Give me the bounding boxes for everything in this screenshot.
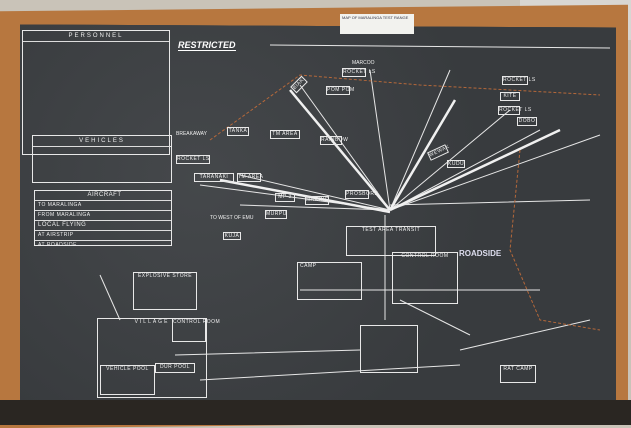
aircraft-row: AT ROADSIDE bbox=[38, 242, 77, 248]
site-murpu: MURPU bbox=[265, 210, 287, 219]
site-vehicle-pool: VEHICLE POOL bbox=[100, 365, 155, 395]
site-dur-pool: DUR POOL bbox=[155, 363, 195, 373]
site-control-room-2: CONTROL ROOM bbox=[172, 318, 220, 342]
label-to-west: TO WEST OF EMU bbox=[210, 215, 254, 221]
site-taranaki: TARANAKI bbox=[194, 173, 234, 182]
site-rocket-ls-2: ROCKET LS bbox=[342, 68, 376, 77]
site-pom-pom: POM POM bbox=[326, 86, 355, 95]
site-rocket-ls-3: ROCKET LS bbox=[502, 76, 536, 85]
aircraft-row: LOCAL FLYING bbox=[35, 221, 171, 231]
roadside-heading: ROADSIDE bbox=[459, 249, 502, 258]
aircraft-row: AT AIRSTRIP bbox=[35, 231, 171, 241]
aircraft-table: AIRCRAFT TO MARALINGA FROM MARALINGA LOC… bbox=[34, 190, 172, 248]
site-marcoo: MARCOO bbox=[352, 60, 375, 66]
site-tm-area-2: TM AREA bbox=[270, 130, 300, 139]
label-sticker: MAP OF MARALINGA TEST RANGE bbox=[340, 14, 414, 34]
site-dobo: DOBO bbox=[517, 117, 537, 126]
personnel-title: PERSONNEL bbox=[23, 31, 169, 42]
aircraft-row: TO MARALINGA bbox=[35, 201, 171, 211]
test-area-transit-label: TEST AREA TRANSIT bbox=[361, 227, 421, 233]
site-rocket-ls-4: ROCKET LS bbox=[498, 106, 532, 115]
aircraft-row: FROM MARALINGA bbox=[35, 211, 171, 221]
site-tm-area: TM AREA bbox=[237, 173, 264, 182]
site-breakaway: BREAKAWAY bbox=[176, 131, 207, 137]
site-explosive-store: EXPLOSIVE STORE bbox=[133, 272, 197, 310]
vehicles-panel: VEHICLES bbox=[32, 135, 172, 183]
site-kuja: KUJA bbox=[223, 232, 241, 240]
site-mp3: MP 3 bbox=[275, 193, 295, 202]
test-area-transit-box: TEST AREA TRANSIT bbox=[346, 226, 436, 256]
site-rainbow: RAINBOW bbox=[320, 136, 349, 145]
personnel-panel: PERSONNEL bbox=[22, 30, 170, 155]
site-central-block bbox=[360, 325, 418, 373]
site-village: VILLAGE bbox=[97, 318, 207, 398]
site-camp: CAMP bbox=[297, 262, 362, 300]
site-kite: KITE bbox=[500, 92, 520, 101]
site-rat-camp: RAT CAMP bbox=[500, 365, 536, 383]
site-maring: MARING bbox=[305, 196, 329, 205]
site-prosbore: PROSBORE bbox=[345, 190, 379, 199]
vehicles-title: VEHICLES bbox=[33, 136, 171, 147]
aircraft-title: AIRCRAFT bbox=[35, 191, 171, 201]
site-kudu: KUDU bbox=[447, 160, 465, 168]
site-control-room: CONTROL ROOM bbox=[392, 252, 458, 304]
site-rocket-ls: ROCKET LS bbox=[176, 155, 210, 164]
shadow-floor bbox=[0, 400, 631, 425]
site-tanka: TANKA bbox=[227, 127, 249, 136]
restricted-heading: RESTRICTED bbox=[178, 40, 236, 51]
